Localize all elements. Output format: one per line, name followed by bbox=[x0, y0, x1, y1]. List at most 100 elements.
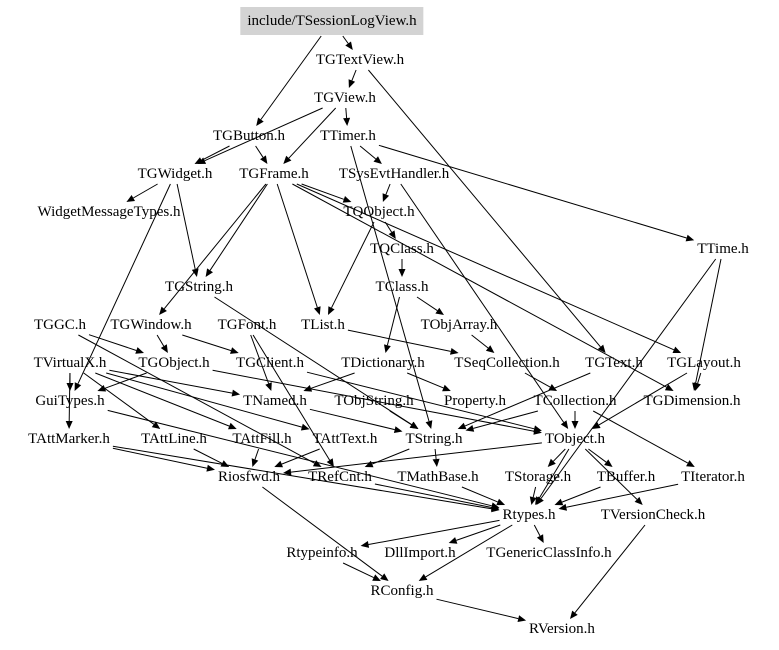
arrowhead-rversion bbox=[517, 615, 527, 622]
arrowhead-tattline bbox=[151, 421, 161, 429]
arrowhead-tlist bbox=[328, 306, 335, 315]
node-tgwindow[interactable]: TGWindow.h bbox=[110, 317, 192, 333]
arrowhead-tgclient bbox=[230, 347, 239, 354]
node-tggc[interactable]: TGGC.h bbox=[33, 317, 87, 333]
edge-tgstring-to-tstring bbox=[214, 296, 413, 426]
node-tgclient[interactable]: TGClient.h bbox=[236, 355, 304, 371]
edge-tatttext-to-riosfwd bbox=[281, 448, 320, 465]
node-widgetmessagetypes[interactable]: WidgetMessageTypes.h bbox=[37, 204, 181, 220]
node-tattmarker[interactable]: TAttMarker.h bbox=[28, 431, 110, 447]
node-tatttext[interactable]: TAttText.h bbox=[312, 431, 378, 447]
node-trefcnt[interactable]: TRefCnt.h bbox=[308, 469, 372, 485]
arrowhead-tobject bbox=[592, 421, 601, 429]
node-tgbutton[interactable]: TGButton.h bbox=[212, 128, 286, 144]
node-tgenericclassinfo[interactable]: TGenericClassInfo.h bbox=[486, 545, 612, 561]
node-tversioncheck[interactable]: TVersionCheck.h bbox=[600, 507, 706, 523]
arrowhead-tqobject bbox=[382, 193, 390, 202]
edge-tobject-to-riosfwd bbox=[290, 442, 542, 473]
edge-tdictionary-to-tnamed bbox=[310, 372, 355, 389]
node-tsysevthandler[interactable]: TSysEvtHandler.h bbox=[338, 166, 450, 182]
node-tgview[interactable]: TGView.h bbox=[314, 90, 376, 106]
node-ttime[interactable]: TTime.h bbox=[697, 241, 749, 257]
node-tgtextview[interactable]: TGTextView.h bbox=[315, 52, 405, 68]
edge-tgclient-to-tobject bbox=[306, 371, 535, 430]
arrowhead-tbuffer bbox=[604, 459, 613, 467]
node-tgdimension[interactable]: TGDimension.h bbox=[643, 393, 741, 409]
edge-tgframe-to-tglayout bbox=[296, 183, 675, 351]
edge-tversioncheck-to-rversion bbox=[574, 524, 646, 614]
node-rconfig[interactable]: RConfig.h bbox=[370, 583, 434, 599]
arrowhead-ttimer bbox=[343, 117, 351, 126]
node-tsessionlogview[interactable]: include/TSessionLogView.h bbox=[240, 7, 424, 35]
arrowhead-widgetmessagetypes bbox=[126, 195, 135, 202]
edge-tattmarker-to-riosfwd bbox=[112, 447, 208, 469]
node-titerator[interactable]: TIterator.h bbox=[681, 469, 745, 485]
edge-tgwidget-to-widgetmessagetypes bbox=[133, 183, 158, 199]
node-tgobject[interactable]: TGObject.h bbox=[138, 355, 210, 371]
node-tseqcollection[interactable]: TSeqCollection.h bbox=[454, 355, 560, 371]
node-tattfill[interactable]: TAttFill.h bbox=[232, 431, 292, 447]
arrowhead-tgframe bbox=[260, 155, 268, 164]
arrowhead-riosfwd bbox=[251, 458, 259, 467]
node-guitypes[interactable]: GuiTypes.h bbox=[35, 393, 105, 409]
node-rtypes[interactable]: Rtypes.h bbox=[502, 507, 556, 523]
node-tobjstring[interactable]: TObjString.h bbox=[334, 393, 414, 409]
node-tgstring[interactable]: TGString.h bbox=[165, 279, 233, 295]
edge-tcollection-to-tstring bbox=[473, 410, 539, 429]
arrowhead-tmathbase bbox=[432, 458, 440, 467]
node-tcollection[interactable]: TCollection.h bbox=[533, 393, 617, 409]
node-tqclass[interactable]: TQClass.h bbox=[370, 241, 434, 257]
arrowhead-trefcnt bbox=[326, 458, 334, 467]
node-tgframe[interactable]: TGFrame.h bbox=[239, 166, 309, 182]
node-property[interactable]: Property.h bbox=[444, 393, 506, 409]
node-riosfwd[interactable]: Riosfwd.h bbox=[217, 469, 281, 485]
edge-tclass-to-tdictionary bbox=[386, 296, 400, 346]
edge-tgframe-to-tlist bbox=[276, 183, 318, 308]
node-dllimport[interactable]: DllImport.h bbox=[384, 545, 456, 561]
edge-riosfwd-to-rconfig bbox=[262, 486, 383, 577]
arrowhead-tclass bbox=[398, 269, 406, 277]
edge-tglayout-to-tobject bbox=[598, 372, 688, 426]
arrowhead-tgtext bbox=[597, 344, 606, 353]
node-tobject[interactable]: TObject.h bbox=[544, 431, 606, 447]
node-tbuffer[interactable]: TBuffer.h bbox=[596, 469, 656, 485]
arrowhead-tversioncheck bbox=[634, 496, 643, 505]
node-rtypeinfo[interactable]: Rtypeinfo.h bbox=[286, 545, 358, 561]
edge-tgfont-to-trefcnt bbox=[252, 334, 331, 461]
edge-tnamed-to-tstring bbox=[309, 408, 395, 431]
arrowhead-tgdimension bbox=[664, 384, 674, 391]
node-tdictionary[interactable]: TDictionary.h bbox=[341, 355, 425, 371]
node-tvirtualx[interactable]: TVirtualX.h bbox=[33, 355, 107, 371]
edge-tmathbase-to-rtypes bbox=[461, 486, 498, 503]
arrowhead-tsysevthandler bbox=[373, 156, 382, 164]
arrowhead-rtypeinfo bbox=[360, 541, 370, 548]
node-tattline[interactable]: TAttLine.h bbox=[141, 431, 207, 447]
node-tmathbase[interactable]: TMathBase.h bbox=[397, 469, 479, 485]
edge-tstorage-to-rtypes bbox=[532, 486, 537, 498]
node-rversion[interactable]: RVersion.h bbox=[529, 621, 595, 637]
node-ttimer[interactable]: TTimer.h bbox=[320, 128, 376, 144]
edge-tgtextview-to-tgview bbox=[351, 69, 357, 81]
node-tglayout[interactable]: TGLayout.h bbox=[667, 355, 741, 371]
arrowhead-tgtextview bbox=[345, 41, 353, 50]
node-tclass[interactable]: TClass.h bbox=[375, 279, 429, 295]
node-tqobject[interactable]: TQObject.h bbox=[343, 204, 415, 220]
node-tobjarray[interactable]: TObjArray.h bbox=[420, 317, 498, 333]
node-tnamed[interactable]: TNamed.h bbox=[243, 393, 307, 409]
arrowhead-tgwindow bbox=[159, 306, 167, 315]
arrowhead-riosfwd bbox=[274, 460, 283, 468]
node-tstring[interactable]: TString.h bbox=[405, 431, 463, 447]
node-tstorage[interactable]: TStorage.h bbox=[504, 469, 572, 485]
edge-tsessionlogview-to-tgtextview bbox=[342, 35, 349, 44]
node-tgtext[interactable]: TGText.h bbox=[585, 355, 643, 371]
arrowhead-rconfig bbox=[372, 574, 381, 581]
arrowhead-rversion bbox=[570, 610, 578, 619]
edge-tattmarker-to-rtypes bbox=[112, 445, 492, 510]
node-tgwidget[interactable]: TGWidget.h bbox=[137, 166, 213, 182]
node-tgfont[interactable]: TGFont.h bbox=[217, 317, 277, 333]
arrowhead-riosfwd bbox=[283, 468, 292, 476]
arrowhead-tobjarray bbox=[435, 307, 444, 315]
edge-tvirtualx-to-tnamed bbox=[109, 369, 233, 394]
node-tlist[interactable]: TList.h bbox=[301, 317, 345, 333]
